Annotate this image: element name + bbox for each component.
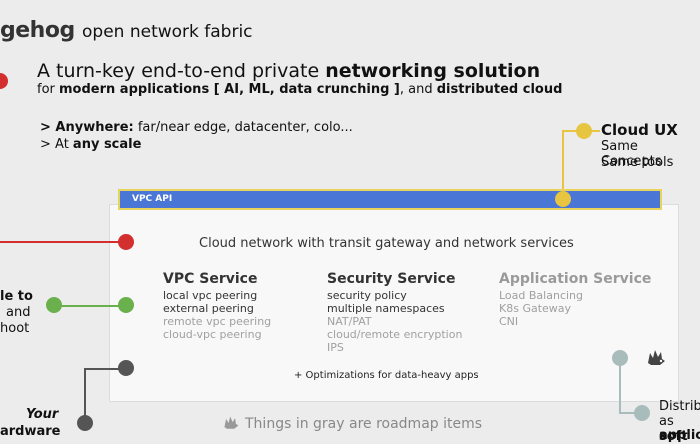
connector-line (84, 368, 124, 370)
distributed-dot-2 (634, 405, 650, 421)
cloudux-dot (576, 123, 592, 139)
marker-dot (0, 73, 8, 89)
left-side-text: hoot (0, 321, 30, 336)
list-item: IPS (327, 341, 344, 354)
list-item: CNI (499, 315, 519, 328)
connector-line (52, 305, 127, 307)
list-item: multiple namespaces (327, 302, 445, 315)
right-side-text: Distrib (659, 399, 700, 414)
architecture-panel (109, 204, 679, 402)
connector-line (590, 130, 600, 132)
tagline: open network fabric (82, 22, 253, 42)
hedgehog-mark-icon (222, 414, 240, 432)
green-dot-right (118, 297, 134, 313)
subline: for modern applications [ AI, ML, data c… (37, 82, 563, 97)
connector-line (619, 358, 621, 414)
green-dot-left (46, 297, 62, 313)
connector-line (562, 130, 564, 198)
roadmap-note: Things in gray are roadmap items (245, 416, 483, 432)
hardware-dot (118, 360, 134, 376)
left-side-hardware: ardware (0, 424, 61, 439)
list-item: cloud-vpc peering (163, 328, 262, 341)
vpc-api-dot (555, 191, 571, 207)
connector-line (562, 130, 582, 132)
left-side-text: le to (0, 289, 33, 304)
security-service-list: security policy multiple namespaces NAT/… (327, 289, 462, 354)
list-item: security policy (327, 289, 407, 302)
list-item: remote vpc peering (163, 315, 272, 328)
hedgehog-mark-icon (645, 347, 667, 369)
brand-logo: gehog (0, 18, 75, 43)
cloud-network-label: Cloud network with transit gateway and n… (199, 236, 574, 251)
list-item: cloud/remote encryption (327, 328, 463, 341)
connector-line (619, 412, 639, 414)
vpc-service-title: VPC Service (163, 271, 258, 287)
cloudux-title: Cloud UX (601, 121, 678, 139)
cloud-network-dot (118, 234, 134, 250)
connector-line (84, 368, 86, 426)
left-side-your: Your (26, 407, 59, 422)
right-side-text: as soft (659, 414, 688, 444)
bullet-scale: > At any scale (40, 137, 142, 152)
application-service-title: Application Service (499, 271, 652, 287)
list-item: external peering (163, 302, 254, 315)
headline: A turn-key end-to-end private networking… (37, 60, 541, 82)
list-item: NAT/PAT (327, 315, 372, 328)
list-item: K8s Gateway (499, 302, 572, 315)
vpc-service-list: local vpc peering external peering remot… (163, 289, 271, 341)
hardware-dot-2 (77, 415, 93, 431)
list-item: local vpc peering (163, 289, 258, 302)
list-item: Load Balancing (499, 289, 583, 302)
bullet-anywhere: > Anywhere: far/near edge, datacenter, c… (40, 120, 353, 135)
right-side-text: applic (659, 428, 700, 443)
vpc-api-bar: VPC API (118, 189, 662, 210)
security-service-title: Security Service (327, 271, 456, 287)
left-side-text: and (6, 305, 31, 320)
cloudux-line2: Same tools (601, 155, 674, 170)
optimizations-label: + Optimizations for data-heavy apps (294, 370, 479, 381)
application-service-list: Load Balancing K8s Gateway CNI (499, 289, 583, 328)
connector-line (0, 241, 122, 243)
cloudux-line1: Same Concepts (601, 139, 662, 169)
